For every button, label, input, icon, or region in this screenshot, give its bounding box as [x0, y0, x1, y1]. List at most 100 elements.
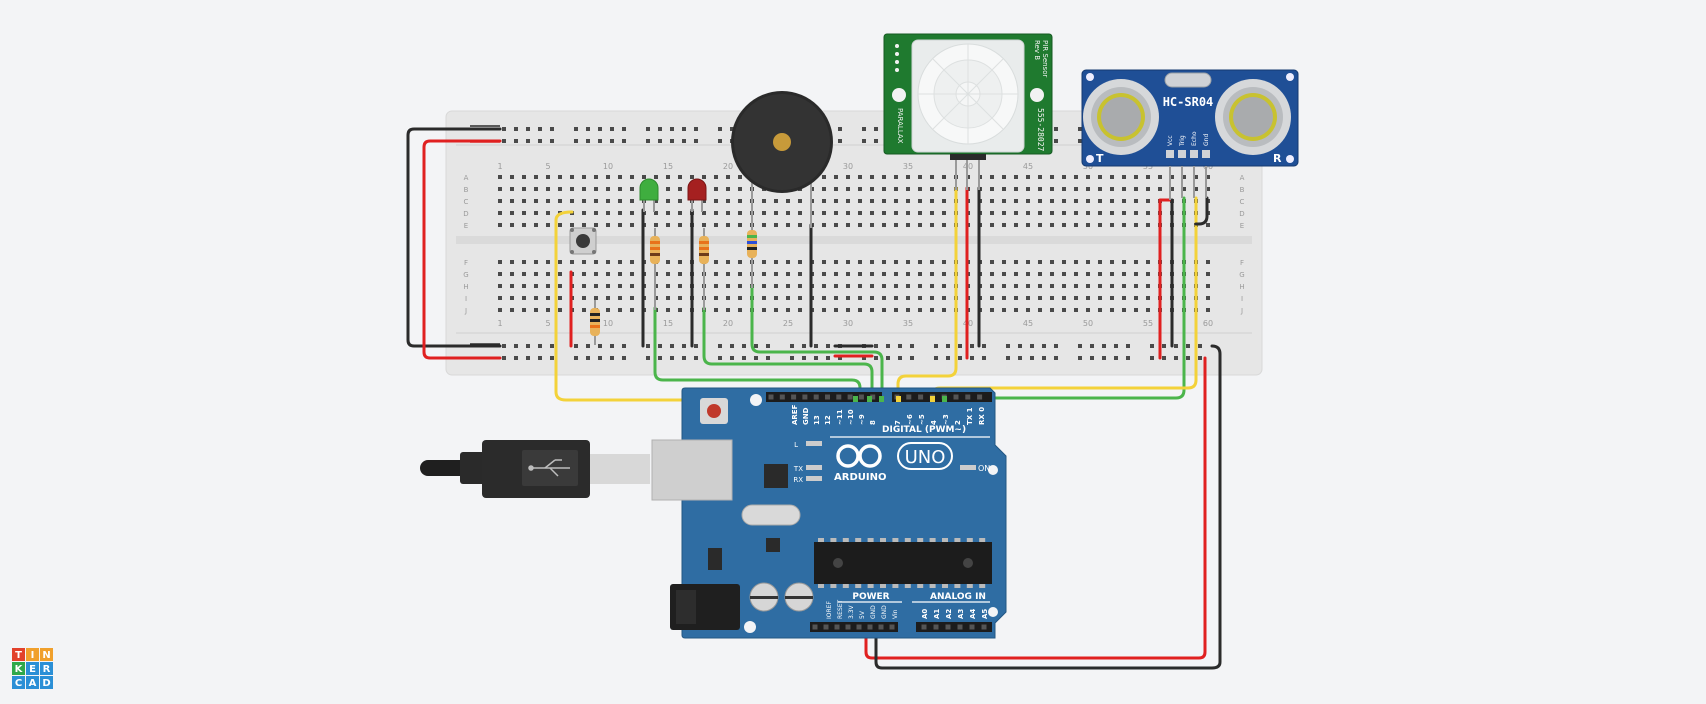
- resistor-buzzer[interactable]: [747, 190, 757, 288]
- usb-cable[interactable]: [420, 440, 650, 498]
- ultrasonic-pin-label: Gnd: [1203, 134, 1210, 146]
- small-chip: [766, 538, 780, 552]
- logo-tile: [26, 648, 39, 661]
- column-number: 5: [545, 319, 550, 328]
- column-number: 55: [1143, 319, 1153, 328]
- wire-green-led-green[interactable]: [653, 306, 862, 402]
- power-pin-label: 5V: [859, 610, 866, 619]
- column-number: 10: [603, 162, 613, 171]
- logo-tile: [12, 648, 25, 661]
- wire-yellow-button[interactable]: [554, 210, 857, 402]
- power-pin-label: IOREF: [826, 601, 833, 619]
- logo-letter: N: [42, 650, 50, 661]
- column-number: 30: [843, 162, 853, 171]
- power-pin-label: GND: [881, 605, 888, 619]
- ultrasonic-header: [1166, 150, 1210, 200]
- power-header: [810, 622, 898, 632]
- row-letter: C: [1240, 198, 1245, 206]
- logo-tile: [26, 676, 39, 689]
- wire-black-ultrasonic-gnd[interactable]: [1194, 196, 1209, 226]
- column-number: 5: [545, 162, 550, 171]
- logo-letter: T: [15, 650, 22, 661]
- led-green[interactable]: [639, 178, 659, 212]
- led-rx-indicator: [806, 476, 822, 481]
- wires[interactable]: [406, 127, 1222, 670]
- row-letter: J: [464, 307, 467, 315]
- digital-pin-label: 4: [930, 420, 938, 425]
- wire-red-ultrasonic-vcc[interactable]: [1158, 198, 1172, 360]
- analog-pin-label: A1: [933, 609, 941, 619]
- column-number: 45: [1023, 319, 1033, 328]
- usb-port: [651, 439, 733, 501]
- resistor-led-green[interactable]: [650, 228, 660, 310]
- led-l-indicator: [806, 441, 822, 446]
- voltage-regulator: [708, 548, 722, 570]
- digital-pin-label: AREF: [791, 404, 799, 425]
- digital-pin-label: ~11: [836, 409, 844, 425]
- analog-pin-label: A3: [957, 609, 965, 619]
- wire-green-led-red[interactable]: [702, 306, 874, 402]
- row-letter: F: [1240, 259, 1244, 267]
- pir-sensor[interactable]: PARALLAX PIR Sensor Rev B 555-28027: [883, 33, 1053, 190]
- wire-green-buzzer-res[interactable]: [750, 284, 884, 402]
- column-number: 30: [843, 319, 853, 328]
- row-letter: B: [464, 186, 469, 194]
- reset-button[interactable]: [700, 398, 728, 424]
- center-channel: [456, 236, 1252, 244]
- row-letter: G: [1239, 271, 1244, 279]
- analog-label: ANALOG IN: [930, 592, 986, 602]
- wire-red-rail-left[interactable]: [422, 139, 502, 360]
- wire-black-rail-left[interactable]: [406, 127, 502, 348]
- row-letter: J: [1240, 307, 1243, 315]
- ultrasonic-transmitter: [1083, 79, 1159, 155]
- row-letter: I: [465, 295, 467, 303]
- piezo-buzzer[interactable]: [731, 91, 833, 228]
- wire-red-5v[interactable]: [864, 356, 1207, 660]
- arduino-uno[interactable]: L TX RX ON ARDUINO UNO DIGITAL (PWM~) AR…: [651, 387, 1007, 639]
- logo-tile: [40, 662, 53, 675]
- resistor-led-red[interactable]: [699, 228, 709, 310]
- push-button[interactable]: [569, 227, 597, 255]
- ultrasonic-pin-label: Vcc: [1167, 135, 1174, 146]
- logo-letter: E: [29, 664, 36, 675]
- digital-pin-label: ~3: [942, 414, 950, 425]
- column-number: 1: [497, 162, 502, 171]
- analog-header: [916, 622, 992, 632]
- row-letter: C: [464, 198, 469, 206]
- usb-chip: [764, 464, 788, 488]
- resistor-button[interactable]: [590, 300, 600, 345]
- arduino-logo-text: ARDUINO: [834, 472, 886, 483]
- wire-black-gnd[interactable]: [874, 344, 1222, 670]
- dc-power-jack: [670, 584, 740, 630]
- digital-pin-label: 8: [869, 420, 877, 425]
- digital-pin-label: 7: [894, 420, 902, 425]
- atmega-pins: [818, 538, 986, 588]
- column-number: 45: [1023, 162, 1033, 171]
- wire-yellow-pir[interactable]: [896, 186, 958, 402]
- power-pin-label: 3.3V: [848, 604, 855, 619]
- analog-pin-label: A2: [945, 609, 953, 619]
- led-red[interactable]: [687, 178, 707, 212]
- digital-pin-label: ~5: [918, 414, 926, 425]
- pir-rev-label: Rev B: [1033, 40, 1041, 60]
- power-label: POWER: [852, 592, 889, 602]
- pir-part-number: 555-28027: [1036, 108, 1045, 152]
- logo-tile: [26, 662, 39, 675]
- column-number: 50: [1083, 319, 1093, 328]
- digital-pin-label: ~9: [858, 414, 866, 425]
- arduino-infinity-logo: [836, 444, 882, 468]
- column-number: 15: [663, 319, 673, 328]
- digital-pin-label: 12: [824, 415, 832, 425]
- ultrasonic-model-label: HC-SR04: [1163, 95, 1214, 109]
- column-number: 20: [723, 162, 733, 171]
- led-rx-label: RX: [793, 476, 803, 484]
- led-tx-indicator: [806, 465, 822, 470]
- analog-pin-label: A0: [921, 609, 929, 619]
- led-on-indicator: [960, 465, 976, 470]
- column-number: 15: [663, 162, 673, 171]
- ultrasonic-receiver: [1215, 79, 1291, 155]
